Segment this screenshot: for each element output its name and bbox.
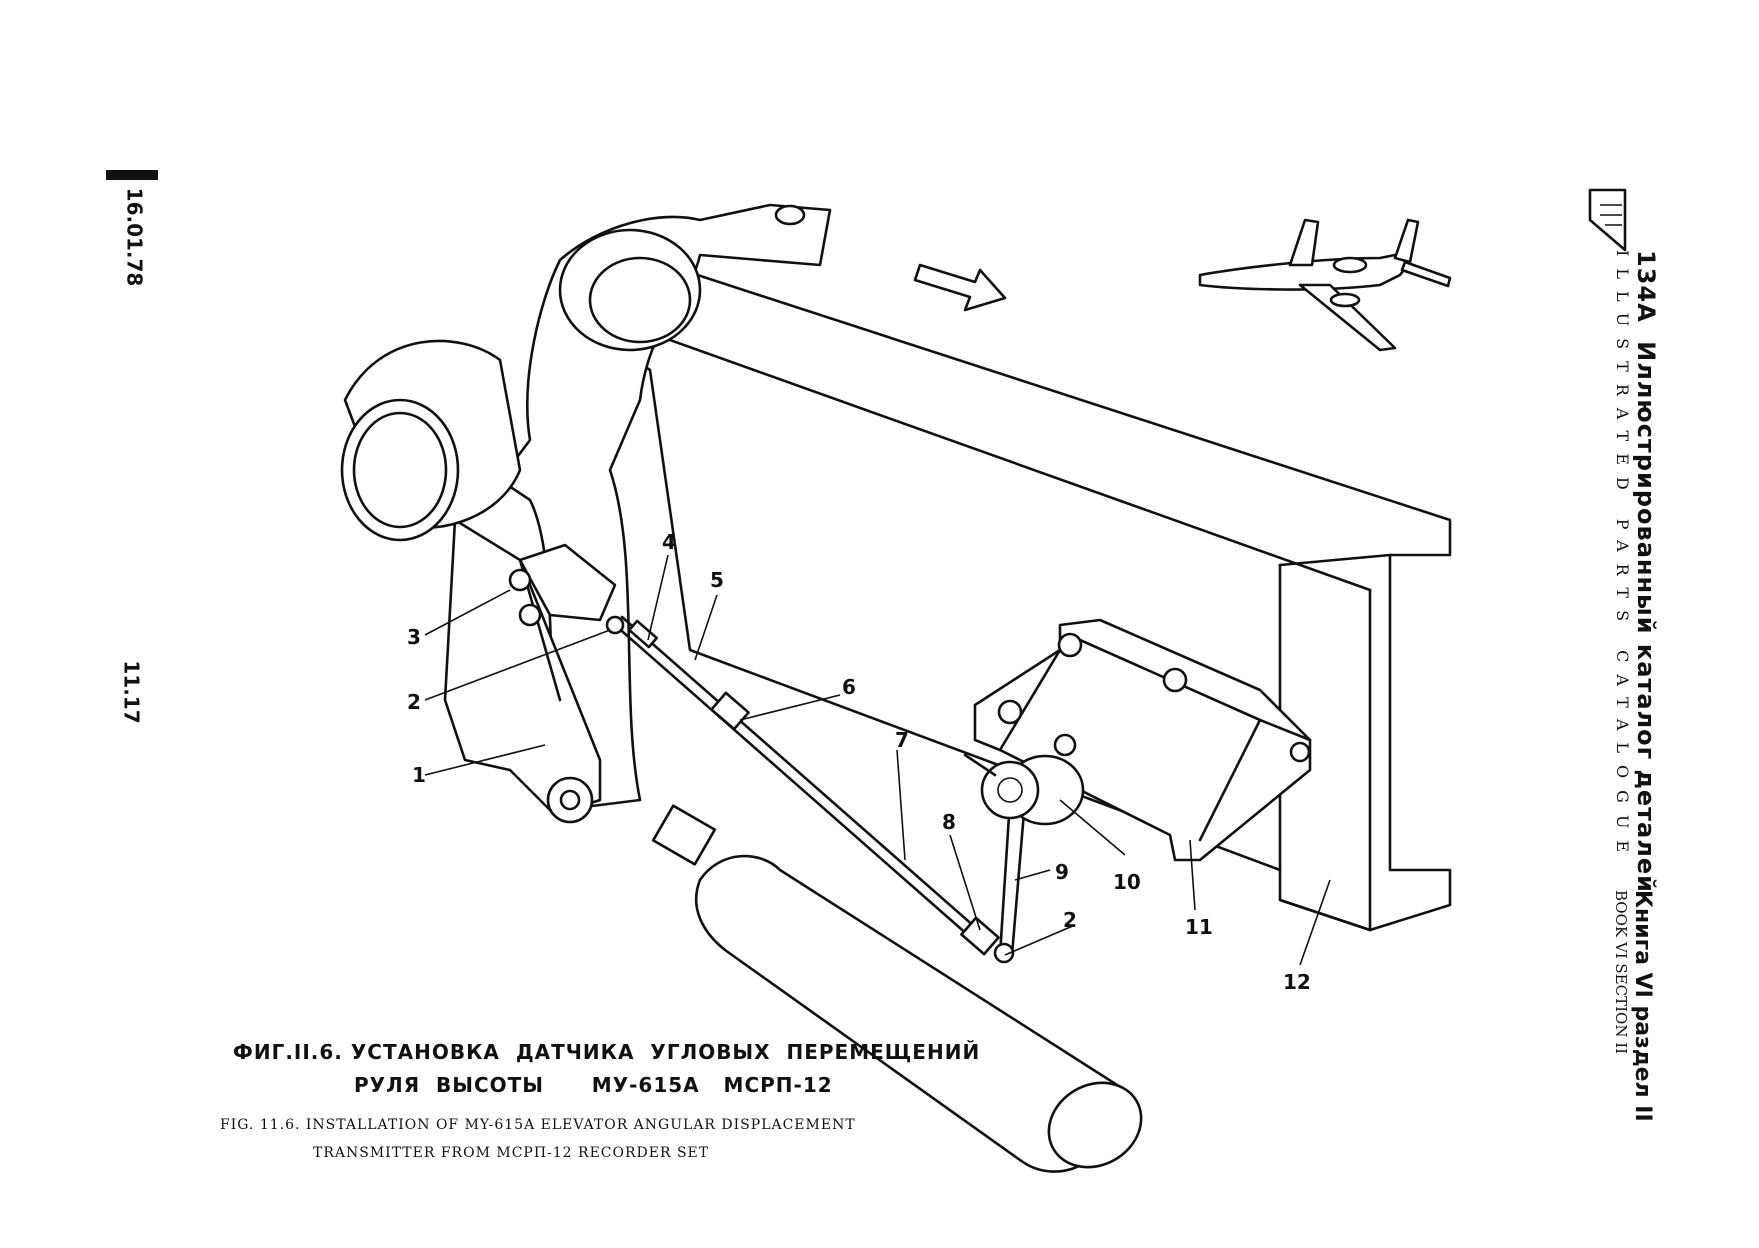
book-section: Книга VI раздел II BOOK VI SECTION II xyxy=(1612,890,1655,1122)
lever-part-9 xyxy=(960,798,1027,964)
callout-8: 8 xyxy=(942,810,956,834)
bracket-part-3 xyxy=(508,543,617,627)
book-section-ru: Книга VI раздел II xyxy=(1630,890,1655,1122)
push-rod-part-7 xyxy=(605,615,994,952)
caption-ru-line1: ФИГ.II.6. УСТАНОВКА ДАТЧИКА УГЛОВЫХ ПЕРЕ… xyxy=(233,1040,981,1064)
transmitter-bracket-part-11 xyxy=(973,618,1312,862)
callout-2: 2 xyxy=(407,690,421,714)
callout-9: 9 xyxy=(1055,860,1069,884)
callout-5: 5 xyxy=(710,568,724,592)
actuator-cylinder xyxy=(546,776,1143,1173)
torque-tube xyxy=(340,339,522,542)
catalogue-title-ru: Иллюстрированный каталог деталей xyxy=(1632,341,1660,893)
margin-bar xyxy=(106,170,158,180)
callout-2b: 2 xyxy=(1063,908,1077,932)
catalogue-header: 134A Иллюстрированный каталог деталей IL… xyxy=(1613,250,1660,893)
logo-icon xyxy=(1588,188,1627,252)
leader-lines xyxy=(424,554,1331,966)
callout-1: 1 xyxy=(412,763,426,787)
caption-en-line1: FIG. 11.6. INSTALLATION OF MY-615A ELEVA… xyxy=(220,1117,856,1133)
caption-en-line2: TRANSMITTER FROM MCPП-12 RECORDER SET xyxy=(313,1145,710,1161)
callout-6: 6 xyxy=(842,675,856,699)
direction-arrow-icon xyxy=(913,263,1007,312)
aircraft-icon xyxy=(1198,218,1452,352)
callout-11: 11 xyxy=(1185,915,1213,939)
callout-4: 4 xyxy=(662,530,676,554)
model-number: 134A xyxy=(1632,250,1660,323)
callout-12: 12 xyxy=(1283,970,1311,994)
callout-3: 3 xyxy=(407,625,421,649)
caption-ru-line2: РУЛЯ ВЫСОТЫ МУ-615А МСРП-12 xyxy=(354,1073,833,1097)
transmitter-part-10 xyxy=(963,753,1085,826)
callout-10: 10 xyxy=(1113,870,1141,894)
lever-bracket-part-1 xyxy=(443,203,832,817)
catalogue-title-en: ILLUSTRATED PARTS CATALOGUE xyxy=(1613,250,1632,865)
callout-7: 7 xyxy=(895,728,909,752)
book-section-en: BOOK VI SECTION II xyxy=(1612,890,1630,1055)
